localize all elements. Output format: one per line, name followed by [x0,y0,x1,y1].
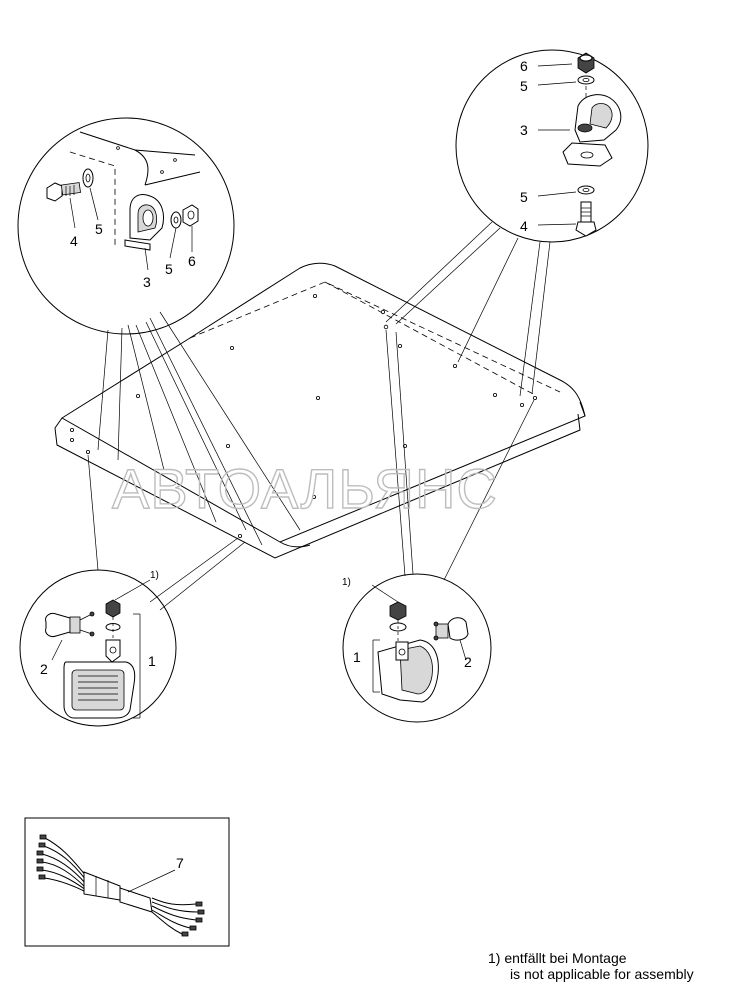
bolt-icon [46,182,81,202]
cable-harness-box: 7 [24,817,230,947]
callout-washer-2: 5 [165,261,173,277]
callout-lamp-left: 1 [148,653,156,669]
callout-bulb-right: 2 [464,654,472,670]
callout-note-ref-right: 1) [342,577,351,588]
footnote-line-2: is not applicable for assembly [510,966,694,982]
detail-lamp-left: 1) 1 2 [19,454,246,727]
work-lamp-icon-right [377,639,439,703]
watermark: АВТОАЛЬЯНС [112,457,498,520]
callout-cable: 7 [176,855,184,871]
nut-icon-lamp-left [105,599,121,618]
callout-clamp-right: 3 [520,122,528,138]
callout-washer-right: 5 [520,78,528,94]
callout-note-ref-left: 1) [150,570,159,581]
callout-nut: 6 [188,253,196,269]
callout-washer: 5 [95,221,103,237]
roof-panel [54,262,586,559]
detail-clamp-left: 4 5 3 5 6 [17,117,301,546]
callout-bulb-left: 2 [40,661,48,677]
nut-icon-right [577,52,595,74]
nut-icon-lamp-right [389,601,407,621]
callout-washer-right-2: 5 [520,189,528,205]
footnote-line-1: 1) entfällt bei Montage [488,950,627,966]
callout-nut-right: 6 [520,58,528,74]
callout-bolt: 4 [70,233,78,249]
callout-bolt-right: 4 [520,218,528,234]
work-lamp-icon-left [63,639,136,719]
clamp-icon [124,194,164,251]
bulb-icon-right [433,617,469,641]
cable-harness-icon [36,834,205,937]
bolt-icon-right [575,201,597,237]
bulb-icon-left [45,611,95,637]
detail-lamp-right: 1) 1 2 [342,329,535,723]
callout-clamp: 3 [143,274,151,290]
nut-icon [182,204,199,227]
clamp-icon-right [574,94,622,143]
detail-clamp-right: 6 5 3 5 4 [385,49,649,397]
callout-lamp-right: 1 [353,649,361,665]
